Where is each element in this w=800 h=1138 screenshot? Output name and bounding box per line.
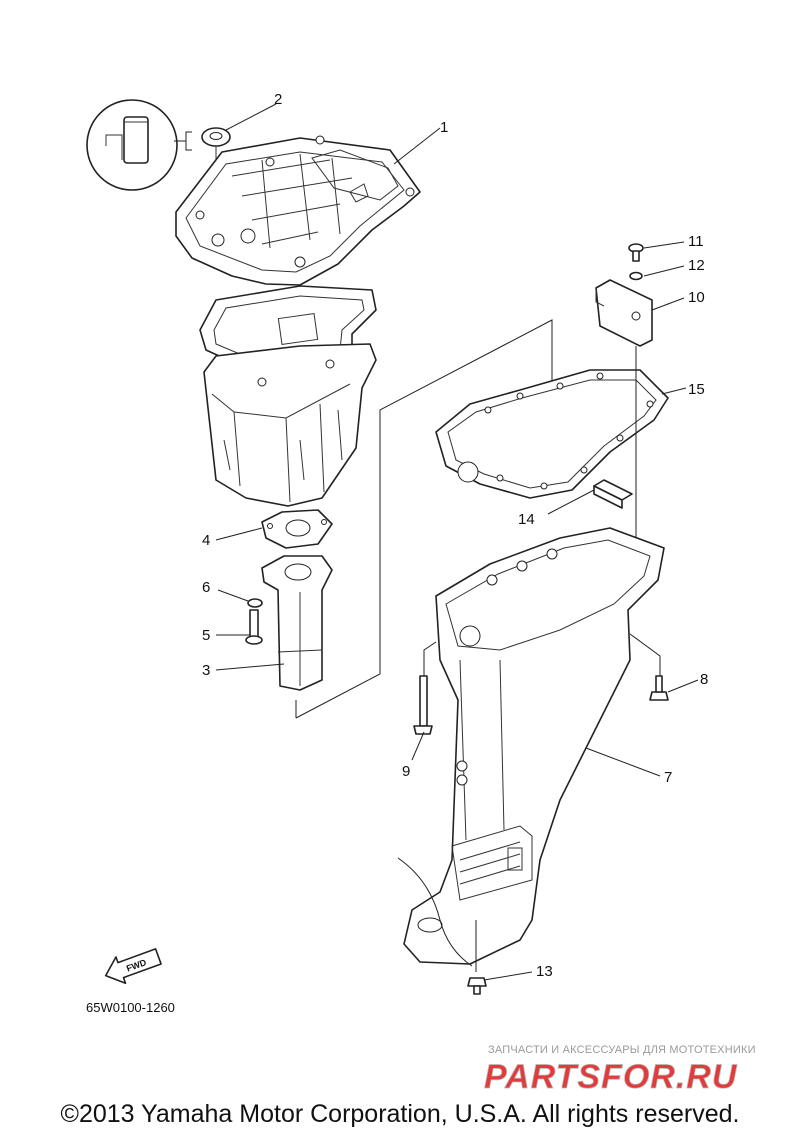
callout-15: 15 [688, 381, 705, 398]
part-10-bracket [595, 279, 653, 347]
part-12-washer [629, 271, 643, 281]
callout-labels: 1 2 3 4 5 6 7 8 9 10 11 12 13 14 15 [202, 91, 708, 980]
copyright-notice: ©2013 Yamaha Motor Corporation, U.S.A. A… [60, 1100, 740, 1128]
part-9-bolt [413, 675, 433, 735]
reference-line-bolt9 [423, 641, 437, 676]
part-8-bolt [649, 675, 669, 701]
part-13-bolt [467, 977, 487, 995]
callout-8: 8 [700, 671, 708, 688]
callout-7: 7 [664, 769, 672, 786]
reference-arc-lower [397, 857, 473, 967]
callout-10: 10 [688, 289, 705, 306]
watermark-logo-text: PARTSFOR.RU [484, 1058, 738, 1094]
callout-13: 13 [536, 963, 553, 980]
part-6-washer [247, 598, 263, 608]
reference-outline-left [295, 319, 553, 719]
part-5-bolt [245, 609, 263, 645]
reference-line-bolt8 [629, 633, 661, 676]
callout-4: 4 [202, 532, 210, 549]
watermark-logo: PARTSFOR.RU [484, 1058, 738, 1094]
part-15-gasket [435, 369, 669, 499]
callout-14: 14 [518, 511, 535, 528]
part-7-upper-casing [403, 527, 665, 965]
diagram-code: 65W0100-1260 [86, 1000, 175, 1015]
part-3-exhaust-guide [261, 555, 333, 691]
callout-6: 6 [202, 579, 210, 596]
callout-9: 9 [402, 763, 410, 780]
callout-3: 3 [202, 662, 210, 679]
part-11-screw [628, 243, 644, 262]
callout-11: 11 [688, 233, 704, 250]
callout-2: 2 [274, 91, 282, 108]
callout-1: 1 [440, 119, 448, 136]
callout-5: 5 [202, 627, 210, 644]
watermark-tagline: ЗАПЧАСТИ И АКСЕССУАРЫ ДЛЯ МОТОТЕХНИКИ [488, 1044, 756, 1056]
callout-12: 12 [688, 257, 705, 274]
part-14-grommet [593, 479, 633, 509]
part-4-gasket [261, 509, 333, 549]
oil-pan [203, 343, 377, 507]
part-1-mounting-plate [175, 135, 421, 286]
bushing-detail-inset [86, 99, 192, 191]
leader-lines [215, 103, 699, 981]
fwd-arrow-icon: FWD [104, 948, 162, 985]
